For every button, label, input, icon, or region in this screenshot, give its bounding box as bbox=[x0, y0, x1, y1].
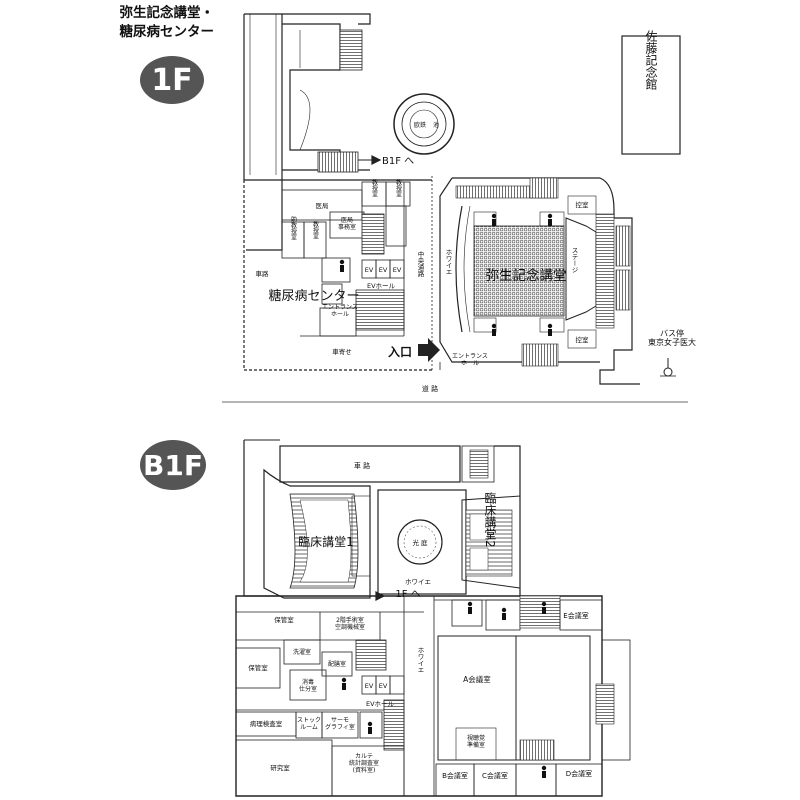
label-entrance: 入口 bbox=[388, 345, 412, 359]
label-ctrl-bottom: 控室 bbox=[576, 335, 590, 344]
label-pathology: 病理検査室 bbox=[250, 719, 283, 728]
label-ev-hall: EVホール bbox=[367, 282, 396, 290]
label-stock: ストックルーム bbox=[297, 717, 321, 731]
label-a-room: A会議室 bbox=[463, 674, 491, 684]
label-car-stop: 車寄せ bbox=[332, 347, 352, 356]
label-central-passage: 中央通路 bbox=[416, 250, 424, 278]
toilet-icon bbox=[467, 601, 473, 607]
label-jokyo: 助教授室 bbox=[290, 215, 297, 240]
label-kyoju-3: 教授室 bbox=[312, 220, 319, 239]
label-d-room: D会議室 bbox=[566, 769, 592, 778]
label-sato-building: 佐藤記念館 bbox=[644, 30, 658, 90]
toilet-icon bbox=[501, 607, 507, 613]
label-road-vertical: 車路 bbox=[256, 269, 270, 278]
toilet-icon bbox=[492, 219, 496, 226]
floor-badge-b1f: B1F bbox=[140, 440, 206, 490]
toilet-icon bbox=[491, 213, 497, 219]
label-bus-stop: バス停東京女子医大 bbox=[648, 328, 696, 347]
toilet-icon bbox=[541, 601, 547, 607]
label-pond: 池 bbox=[433, 121, 439, 129]
label-shodoku: 消毒仕分室 bbox=[299, 678, 317, 693]
label-kyoju-2: 教授室 bbox=[395, 178, 402, 197]
toilet-icon bbox=[542, 771, 546, 778]
toilet-icon bbox=[491, 323, 497, 329]
label-foyer-b1f-vertical: ホワイエ bbox=[416, 647, 424, 674]
label-courtyard: 光 庭 bbox=[412, 538, 428, 547]
label-entrance-hall-right: エントランスホール bbox=[452, 353, 488, 367]
label-kyoju-1: 教授室 bbox=[371, 178, 378, 197]
label-senjo: 洗濯室 bbox=[293, 648, 311, 656]
page-title: 弥生記念講堂・ 糖尿病センター bbox=[86, 4, 215, 42]
label-road-bottom: 道 路 bbox=[422, 384, 438, 393]
toilet-icons bbox=[339, 213, 553, 778]
labels-b1f: 車 路 臨床講堂1 光 庭 臨床講堂2 ホワイエ 1F へ 保管室 保管室 2階… bbox=[248, 461, 592, 780]
floor-b1f-plan bbox=[235, 439, 631, 797]
label-ev-2: EV bbox=[379, 266, 388, 274]
label-ev-b2: EV bbox=[379, 682, 388, 690]
label-foyer-1f: ホワイエ bbox=[444, 249, 452, 275]
floor-1f-plan bbox=[222, 13, 688, 403]
label-ev-hall-b1f: EVホール bbox=[366, 700, 395, 708]
label-haizen: 配膳室 bbox=[328, 660, 346, 668]
toilet-icon bbox=[341, 677, 347, 683]
label-pond-inner: 欧鉄 bbox=[414, 121, 426, 129]
label-stage: ステージ bbox=[570, 247, 578, 273]
label-ctrl-top: 控室 bbox=[576, 200, 590, 209]
toilet-icon bbox=[492, 329, 496, 336]
toilet-icon bbox=[468, 607, 472, 614]
label-hokan-2: 保管室 bbox=[248, 663, 268, 672]
label-e-room: E会議室 bbox=[563, 611, 588, 620]
toilet-icon bbox=[548, 329, 552, 336]
title-line-1: 弥生記念講堂・ bbox=[119, 5, 215, 21]
label-thermo: サーモグラフィ室 bbox=[325, 717, 355, 731]
label-rinsho-1: 臨床講堂1 bbox=[298, 534, 354, 549]
label-diabetes-center: 糖尿病センター bbox=[268, 288, 359, 304]
label-hokan-1: 保管室 bbox=[274, 615, 294, 624]
label-road-top: 車 路 bbox=[354, 461, 370, 470]
title-line-2: 糖尿病センター bbox=[119, 24, 215, 40]
label-c-room: C会議室 bbox=[482, 771, 508, 780]
label-foyer-b1f: ホワイエ bbox=[405, 578, 431, 586]
toilet-icon bbox=[342, 683, 346, 690]
label-entrance-hall-left: エントランスホール bbox=[322, 304, 358, 318]
label-op-room: 2階手術室空調機械室 bbox=[335, 616, 365, 631]
floor-badge-1f: 1F bbox=[140, 56, 204, 104]
toilet-icon bbox=[548, 219, 552, 226]
toilet-icon bbox=[542, 607, 546, 614]
toilet-icon bbox=[339, 259, 345, 265]
toilet-icon bbox=[368, 727, 372, 734]
toilet-icon bbox=[340, 265, 344, 272]
label-research: 研究室 bbox=[270, 763, 290, 772]
label-to-b1f: B1F へ bbox=[382, 156, 414, 167]
toilet-icon bbox=[541, 765, 547, 771]
toilet-icon bbox=[367, 721, 373, 727]
label-av-prep: 視聴覚準備室 bbox=[467, 734, 485, 749]
label-b-room: B会議室 bbox=[442, 771, 468, 780]
label-ev-b1: EV bbox=[365, 682, 374, 690]
toilet-icon bbox=[502, 613, 506, 620]
label-to-1f: 1F へ bbox=[395, 589, 420, 600]
toilet-icon bbox=[547, 323, 553, 329]
label-karte: カルテ統計調査室(資料室) bbox=[349, 753, 379, 774]
label-rinsho-2: 臨床講堂2 bbox=[483, 492, 497, 548]
label-iryo-jimu: 医局事務室 bbox=[338, 217, 356, 231]
labels-1f: 佐藤記念館 欧鉄 池 B1F へ 医局 医局事務室 教授室 教授室 教授室 助教… bbox=[256, 30, 697, 393]
label-yayoi-hall: 弥生記念講堂 bbox=[486, 267, 567, 284]
toilet-icon bbox=[547, 213, 553, 219]
label-ev-3: EV bbox=[393, 266, 402, 274]
label-iryo: 医局 bbox=[316, 202, 329, 210]
label-ev-1: EV bbox=[365, 266, 374, 274]
